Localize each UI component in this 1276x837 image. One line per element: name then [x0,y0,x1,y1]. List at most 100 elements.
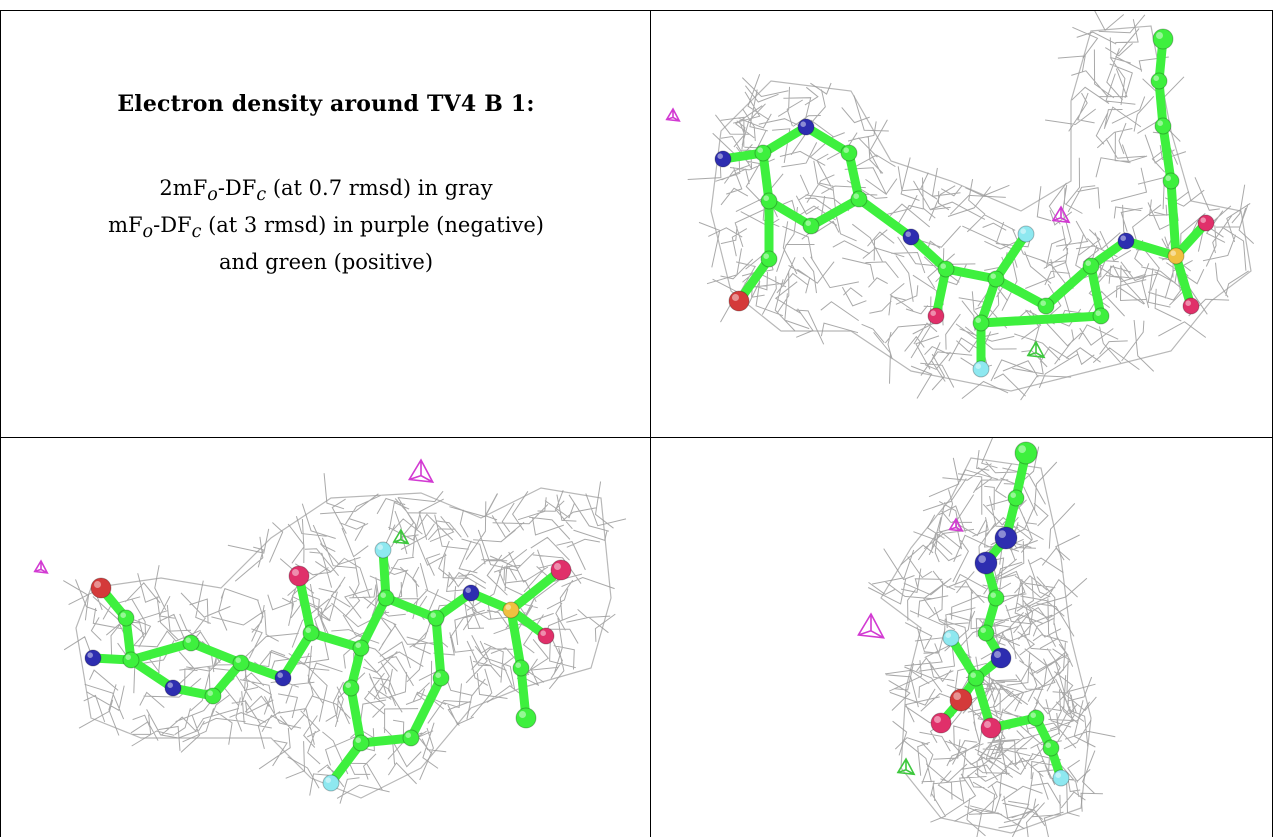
ligand-bottom-right-atom-oxygen-8-sphere [949,688,973,712]
ligand-bottom-right-atom-fluorine-10-sphere [942,629,960,647]
ligand-top-right-atom-fluorine-15-sphere [972,360,990,378]
ligand-top-right-bond-24 [1166,176,1181,261]
ligand-top-right-atom-carbon-25-sphere [1150,72,1168,90]
ligand-bottom-right-atom-carbon-0-sphere [1014,441,1038,465]
negative-density-bottom-left-2 [33,559,49,574]
ligand-top-right-atom-carbon-5-highlight [805,220,811,226]
ligand-top-right-atom-carbon-23-sphere [1162,172,1180,190]
ligand-top-right-atom-carbon-17-sphere [1082,257,1100,275]
ligand-bottom-right-atom-carbon-1-highlight [1010,492,1016,498]
ligand-bottom-right-atom-carbon-12-sphere [1027,709,1045,727]
ligand-top-right-atom-carbon-23-highlight [1165,175,1171,181]
ligand-top-right-atom-pink_o-22 [1182,297,1200,315]
ligand-bottom-left-atom-oxygen-0-sphere [90,577,112,599]
ligand-bottom-left-atom-carbon-5-highlight [207,690,213,696]
ligand-top-right-bond-18 [1086,261,1106,321]
ligand-bottom-right-atom-carbon-5-sphere [977,624,995,642]
ligand-top-right-bond-19 [976,311,1106,328]
ligand-bottom-left-atom-pink_o-18-highlight [540,630,546,636]
ligand-top-right-atom-carbon-7 [760,250,778,268]
ligand-top-right-atom-carbon-26 [1152,28,1174,50]
ligand-top-right-bond-1 [758,122,811,158]
gray-mesh-bottom-left-outline [75,487,612,799]
ligand-top-right-atom-carbon-6-highlight [763,195,769,201]
ligand-bottom-right-atom-carbon-4-sphere [987,589,1005,607]
ligand-bottom-right-atom-carbon-13-sphere [1042,739,1060,757]
ligand-top-right-atom-carbon-4-sphere [850,190,868,208]
ligand-top-right-atom-carbon-14 [972,314,990,332]
ligand-bottom-right-atom-oxygen-8 [949,688,973,712]
ligand-top-right-atom-fluorine-15-highlight [975,363,981,370]
ligand-bottom-left-atom-pink_o-10-highlight [292,569,299,576]
ligand-bottom-left-atom-carbon-25-sphere [515,707,537,729]
ligand-bottom-left-atom-nitrogen-2 [84,649,102,667]
ligand-bottom-right-atom-pink_o-11 [980,717,1002,739]
ligand-bottom-left-atom-carbon-5-sphere [204,687,222,705]
gray-mesh-bottom-left [63,473,627,804]
ligand-bottom-left-atom-carbon-21 [352,734,370,752]
table-border-left [0,10,1,837]
ligand-top-right-atom-carbon-7-highlight [763,253,769,259]
ligand-top-right-atom-carbon-16 [1037,297,1055,315]
ligand-bottom-right-atom-carbon-0-highlight [1018,445,1026,453]
ligand-bottom-right-atom-pink_o-11-sphere [980,717,1002,739]
ligand-top-right-bond-9 [854,194,916,242]
ligand-bottom-left-bond-22 [346,683,366,748]
gray-mesh-top-right-outline [710,25,1252,392]
ligand-bottom-left-atom-carbon-19 [432,669,450,687]
ligand-top-right-atom-nitrogen-2 [797,118,815,136]
density-render-bottom-left [33,458,627,804]
ligand-top-right-atom-pink_o-11 [927,307,945,325]
ligand-bottom-left-atom-carbon-7 [182,634,200,652]
ligand-top-right-atom-nitrogen-9 [902,228,920,246]
ligand-bottom-right-atom-fluorine-14 [1052,769,1070,787]
ligand-bottom-left-atom-fluorine-13-sphere [374,541,392,559]
ligand-bottom-left-bond-9 [278,628,316,683]
ligand-bottom-left-bond-11 [306,628,366,653]
ligand-bottom-left-atom-carbon-11-highlight [355,642,362,648]
negative-density-bottom-right-1 [948,517,964,532]
ligand-top-right-atom-carbon-24 [1154,117,1172,135]
ligand-bottom-left-atom-sulfur-16-highlight [505,604,512,610]
ligand-bottom-left-atom-nitrogen-4 [164,679,182,697]
ligand-bottom-left-bond-21 [356,733,416,748]
ligand-bottom-right-atom-pink_o-11-highlight [984,721,991,728]
ligand-top-right-bond-11 [931,264,951,321]
ligand-top-right-bond-12 [941,264,1001,284]
ligand-top-right-atom-pink_o-22-highlight [1185,300,1191,307]
ligand-top-right-atom-nitrogen-0 [714,150,732,168]
ligand-bottom-right-atom-fluorine-14-sphere [1052,769,1070,787]
ligand-top-right-atom-fluorine-13 [1017,225,1035,243]
ligand-top-right-atom-fluorine-15 [972,360,990,378]
ligand-bottom-left-atom-fluorine-23-highlight [325,777,332,783]
ligand-top-right-atom-carbon-10-highlight [940,263,946,269]
ligand-top-right-atom-carbon-16-sphere [1037,297,1055,315]
ligand-bottom-right-atom-carbon-1 [1007,489,1025,507]
ligand-top-right-atom-sulfur-20 [1167,247,1185,265]
ligand-bottom-left-bond-17 [506,565,566,615]
ligand-bottom-right-atom-carbon-7-highlight [970,672,976,678]
ligand-bottom-left-atom-carbon-1-sphere [117,609,135,627]
ligand-bottom-left-atom-carbon-22-sphere [342,679,360,697]
ligand-top-right-atom-oxygen-8-sphere [728,290,750,312]
negative-density-top-right-1 [665,107,681,122]
negative-density-bottom-right-2 [857,612,886,639]
ligand-top-right-atom-carbon-12 [987,270,1005,288]
ligand-top-right-atom-nitrogen-9-highlight [905,231,911,237]
ligand-bottom-left-atom-nitrogen-8 [274,669,292,687]
ligand-bottom-left-atom-pink_o-17-sphere [550,559,572,581]
ligand-bottom-left-atom-carbon-11 [352,639,370,657]
ligand-bottom-right-atom-carbon-4 [987,589,1005,607]
ligand-bottom-left-atom-carbon-9-highlight [305,627,312,633]
ligand-top-right-bond-5 [764,196,816,231]
ligand-bottom-left-atom-carbon-19-sphere [432,669,450,687]
ligand-top-right-atom-pink_o-21 [1197,214,1215,232]
ligand-top-right-atom-carbon-4-highlight [853,193,859,199]
ligand-bottom-left-atom-carbon-14-sphere [427,609,445,627]
ligand-bottom-left-bond-25 [506,605,526,673]
ligand-bottom-left-atom-pink_o-10-sphere [288,565,310,587]
ligand-bottom-left-atom-carbon-6-highlight [235,657,241,663]
ligand-bottom-right-atom-nitrogen-3-highlight [978,555,986,563]
ligand-bottom-right-atom-carbon-5-highlight [980,627,986,633]
ligand-top-right-atom-carbon-17 [1082,257,1100,275]
